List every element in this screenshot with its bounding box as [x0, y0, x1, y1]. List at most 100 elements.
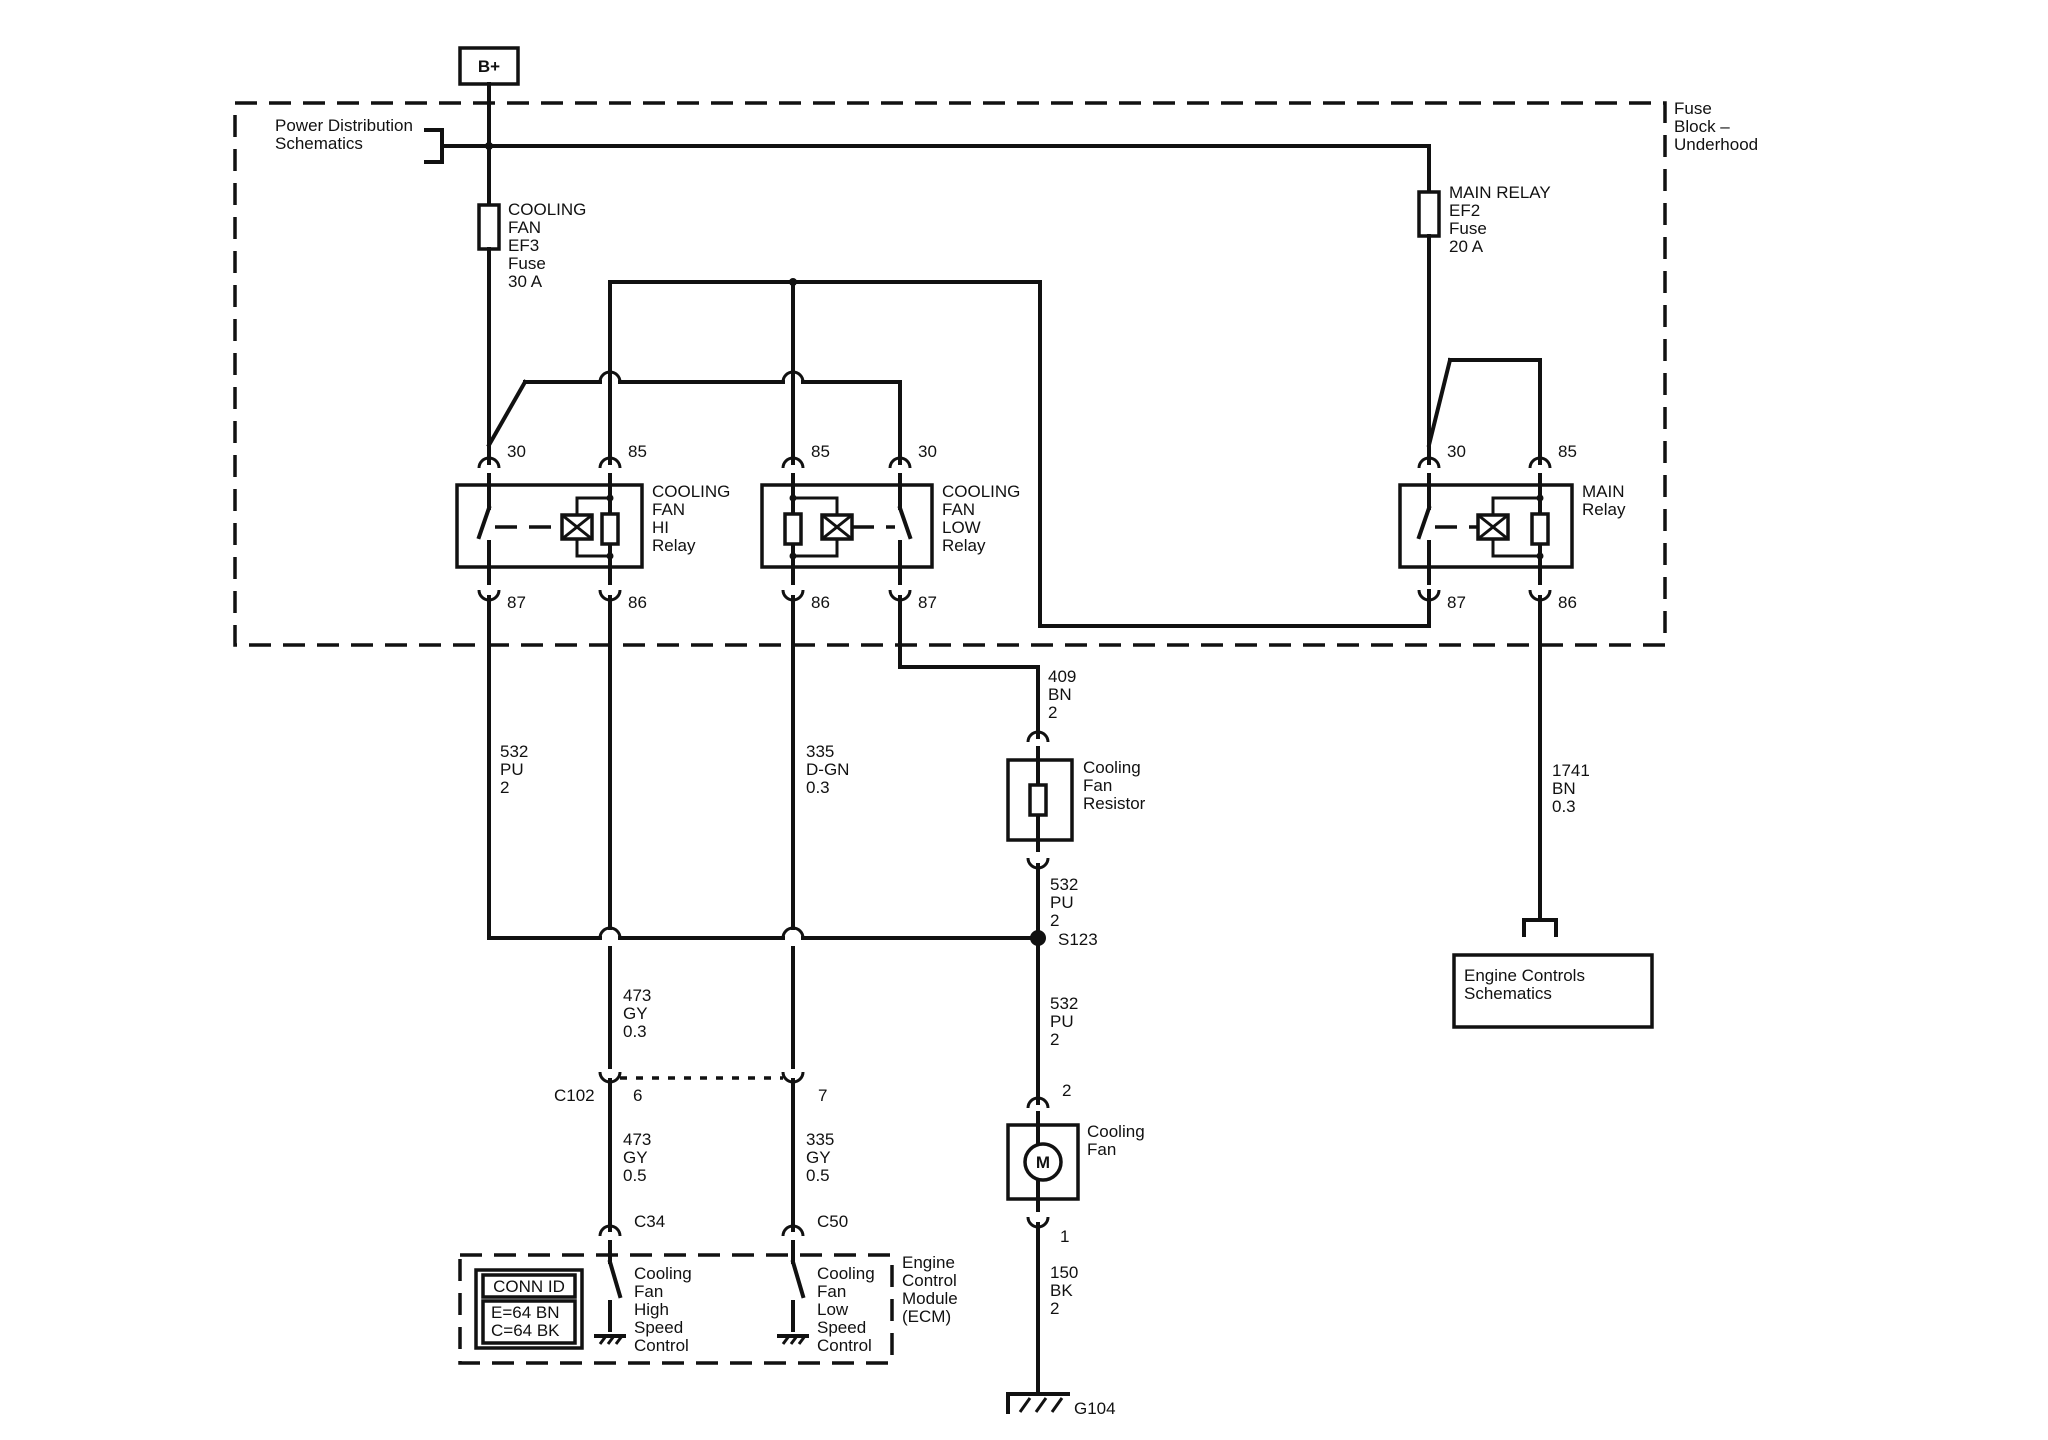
svg-text:Fan: Fan [634, 1282, 663, 1301]
svg-text:532: 532 [500, 742, 528, 761]
svg-text:FAN: FAN [942, 500, 975, 519]
svg-text:532: 532 [1050, 875, 1078, 894]
fuse-block-border [233, 101, 1667, 647]
svg-text:Control: Control [817, 1336, 872, 1355]
svg-text:G104: G104 [1074, 1399, 1116, 1418]
ground-g104: G104 [1006, 1392, 1116, 1418]
ecm-label: Engine Control Module (ECM) [902, 1253, 958, 1326]
wire-label-1741-bn: 1741 BN 0.3 [1552, 761, 1590, 816]
fuse-ef2: MAIN RELAY EF2 Fuse 20 A [1417, 183, 1551, 447]
connector-c102: C102 6 7 [554, 1053, 827, 1232]
wire-label-532-pu-c: 532 PU 2 [1050, 994, 1078, 1049]
svg-text:Relay: Relay [1582, 500, 1626, 519]
svg-text:Speed: Speed [634, 1318, 683, 1337]
svg-text:Relay: Relay [942, 536, 986, 555]
svg-text:COOLING: COOLING [652, 482, 730, 501]
svg-text:86: 86 [811, 593, 830, 612]
svg-text:Cooling: Cooling [1083, 758, 1141, 777]
svg-text:30: 30 [918, 442, 937, 461]
svg-text:0.5: 0.5 [806, 1166, 830, 1185]
svg-text:MAIN RELAY: MAIN RELAY [1449, 183, 1551, 202]
relay-main: 30 85 87 86 MAIN Relay [1398, 442, 1626, 612]
svg-text:FAN: FAN [508, 218, 541, 237]
motor-icon: M [1036, 1153, 1050, 1172]
svg-text:S123: S123 [1058, 930, 1098, 949]
svg-text:30: 30 [507, 442, 526, 461]
svg-text:Schematics: Schematics [1464, 984, 1552, 1003]
svg-text:2: 2 [1048, 703, 1057, 722]
svg-text:Fuse: Fuse [1674, 99, 1712, 118]
cooling-fan-resistor: Cooling Fan Resistor [1006, 718, 1146, 1092]
svg-text:87: 87 [1447, 593, 1466, 612]
svg-text:Control: Control [902, 1271, 957, 1290]
svg-text:473: 473 [623, 1130, 651, 1149]
wire-label-335-gy-b: 335 GY 0.5 [806, 1130, 834, 1185]
splice-s123: S123 [1030, 930, 1098, 949]
fuse-block-label: Fuse Block – Underhood [1674, 99, 1758, 154]
svg-text:C=64 BK: C=64 BK [491, 1321, 560, 1340]
svg-text:Block –: Block – [1674, 117, 1730, 136]
svg-text:PU: PU [500, 760, 524, 779]
svg-text:1: 1 [1060, 1227, 1069, 1246]
svg-text:GY: GY [623, 1004, 648, 1023]
svg-text:Fan: Fan [1083, 776, 1112, 795]
svg-text:EF2: EF2 [1449, 201, 1480, 220]
svg-text:85: 85 [628, 442, 647, 461]
svg-text:2: 2 [1062, 1081, 1071, 1100]
svg-text:COOLING: COOLING [942, 482, 1020, 501]
wires-internal [486, 278, 1542, 628]
svg-text:Schematics: Schematics [275, 134, 363, 153]
svg-text:Cooling: Cooling [1087, 1122, 1145, 1141]
svg-text:7: 7 [818, 1086, 827, 1105]
svg-text:2: 2 [1050, 1030, 1059, 1049]
svg-text:150: 150 [1050, 1263, 1078, 1282]
svg-text:BN: BN [1552, 779, 1576, 798]
fuse-ef3: COOLING FAN EF3 Fuse 30 A [477, 200, 586, 447]
svg-text:HI: HI [652, 518, 669, 537]
wire-label-150-bk: 150 BK 2 [1050, 1263, 1078, 1318]
svg-text:85: 85 [811, 442, 830, 461]
svg-text:CONN ID: CONN ID [493, 1277, 565, 1296]
svg-text:MAIN: MAIN [1582, 482, 1625, 501]
svg-text:86: 86 [1558, 593, 1577, 612]
svg-text:335: 335 [806, 742, 834, 761]
svg-text:2: 2 [1050, 1299, 1059, 1318]
wire-label-473-gy: 473 GY 0.3 [623, 986, 651, 1041]
svg-text:2: 2 [500, 778, 509, 797]
svg-text:Engine Controls: Engine Controls [1464, 966, 1585, 985]
svg-text:C102: C102 [554, 1086, 595, 1105]
battery-positive: B+ [458, 46, 520, 86]
svg-text:Fan: Fan [1087, 1140, 1116, 1159]
svg-text:86: 86 [628, 593, 647, 612]
svg-text:1741: 1741 [1552, 761, 1590, 780]
low-speed-control-label: Cooling Fan Low Speed Control [817, 1264, 875, 1355]
svg-text:Relay: Relay [652, 536, 696, 555]
svg-text:473: 473 [623, 986, 651, 1005]
engine-controls-ref: Engine Controls Schematics [1452, 953, 1654, 1029]
svg-text:Engine: Engine [902, 1253, 955, 1272]
svg-text:D-GN: D-GN [806, 760, 849, 779]
svg-text:GY: GY [806, 1148, 831, 1167]
wires-power [485, 82, 1431, 207]
svg-text:Underhood: Underhood [1674, 135, 1758, 154]
svg-text:0.3: 0.3 [1552, 797, 1576, 816]
svg-text:(ECM): (ECM) [902, 1307, 951, 1326]
svg-text:Module: Module [902, 1289, 958, 1308]
svg-text:C50: C50 [817, 1212, 848, 1231]
svg-text:Speed: Speed [817, 1318, 866, 1337]
svg-text:0.3: 0.3 [806, 778, 830, 797]
conn-id-box: CONN ID E=64 BN C=64 BK [474, 1268, 584, 1350]
svg-text:Control: Control [634, 1336, 689, 1355]
svg-text:30 A: 30 A [508, 272, 543, 291]
wire-label-473-gy-b: 473 GY 0.5 [623, 1130, 651, 1185]
wires-lower [487, 608, 1558, 1057]
svg-text:Fan: Fan [817, 1282, 846, 1301]
svg-text:C34: C34 [634, 1212, 665, 1231]
wire-label-532-pu-b: 532 PU 2 [1050, 875, 1078, 930]
svg-text:87: 87 [918, 593, 937, 612]
svg-text:85: 85 [1558, 442, 1577, 461]
relay-cooling-fan-low: 85 30 86 87 COOLING FAN LOW Relay [760, 442, 1020, 612]
svg-text:Fuse: Fuse [1449, 219, 1487, 238]
svg-text:Fuse: Fuse [508, 254, 546, 273]
